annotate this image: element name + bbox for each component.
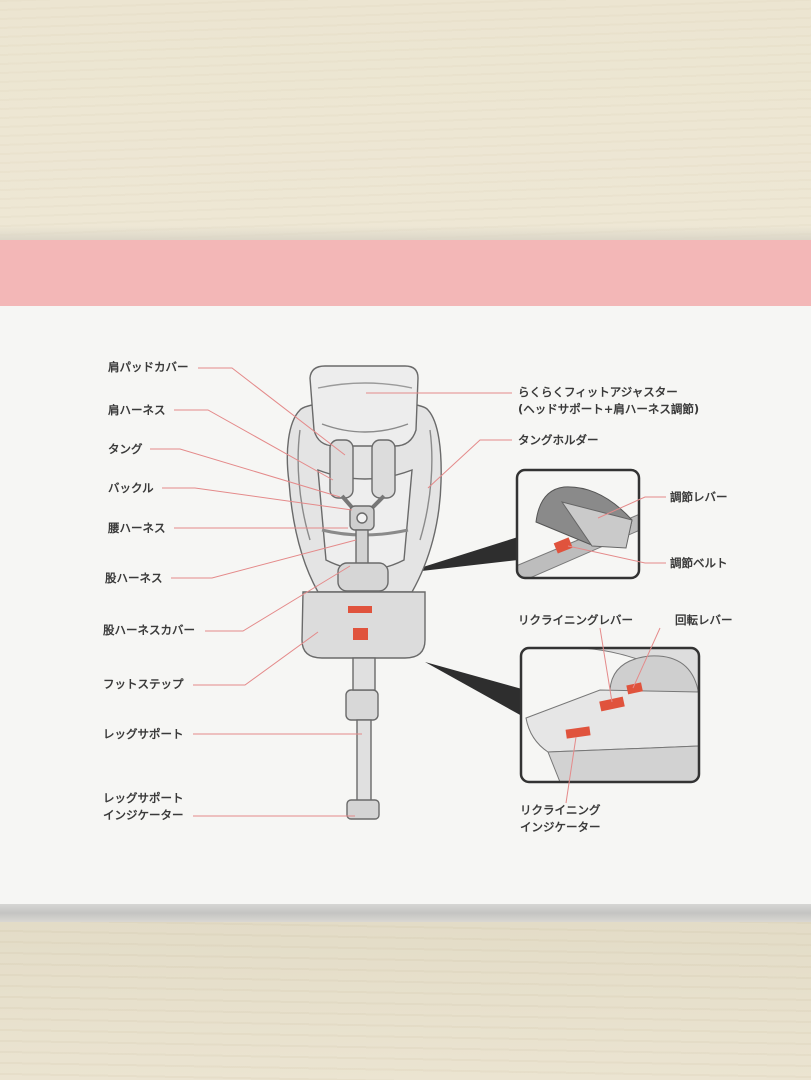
inset-frame-2 xyxy=(519,646,701,784)
label-fit-adjuster-line2: (ヘッドサポート+肩ハーネス調節) xyxy=(518,402,700,416)
car-seat-illustration xyxy=(286,365,442,820)
crotch-strap xyxy=(355,529,369,565)
leg-support-foot xyxy=(346,799,380,820)
leader-adjust-lever xyxy=(597,496,666,519)
callout-pointer-adjuster xyxy=(404,537,518,573)
crotch-cover xyxy=(337,562,389,592)
leader-shoulder-pad-cover xyxy=(198,367,346,456)
headrest-top-line xyxy=(317,382,413,389)
leader-reclining-lever xyxy=(599,627,613,703)
shoulder-pad-left xyxy=(329,439,354,499)
label-crotch-harness-cover: 股ハーネスカバー xyxy=(103,623,195,637)
pink-header-band xyxy=(0,240,811,306)
seat-base xyxy=(301,591,426,659)
headrest-inner-line xyxy=(321,423,409,433)
page-edge-top xyxy=(0,226,811,242)
label-adjust-lever: 調節レバー xyxy=(670,490,728,504)
base-front-surface xyxy=(547,745,699,782)
leader-crotch-harness-cover xyxy=(205,565,351,632)
label-leg-support-indicator: レッグサポート インジケーター xyxy=(103,790,184,824)
leader-rotation-lever xyxy=(632,627,661,689)
inset-adjuster-detail xyxy=(515,468,641,580)
leader-crotch-harness xyxy=(171,539,357,579)
leader-tongue-holder xyxy=(427,439,512,489)
label-tongue-holder: タングホルダー xyxy=(518,433,599,447)
head-support-face xyxy=(560,501,633,549)
leader-tongue xyxy=(150,448,341,498)
leader-buckle xyxy=(162,487,353,511)
rotation-lever-red-mark xyxy=(626,682,643,695)
label-leg-support-indicator-line2: インジケーター xyxy=(103,808,184,822)
leader-adjust-belt xyxy=(567,545,666,564)
page-edge-bottom xyxy=(0,904,811,924)
base-red-button-lower xyxy=(353,628,368,640)
headrest xyxy=(309,365,419,447)
label-reclining-indicator: リクライニング インジケーター xyxy=(520,802,601,836)
leg-upper xyxy=(352,657,376,691)
seat-wing-right xyxy=(419,429,433,541)
label-rotation-lever: 回転レバー xyxy=(675,613,733,627)
leg-joint xyxy=(345,689,379,721)
reclining-indicator-red-mark xyxy=(565,726,591,739)
adjust-red-mark xyxy=(553,537,573,554)
shoulder-pad-right xyxy=(371,439,396,499)
label-crotch-harness: 股ハーネス xyxy=(105,571,163,585)
label-shoulder-harness: 肩ハーネス xyxy=(108,403,166,417)
label-foot-step: フットステップ xyxy=(103,677,184,691)
label-fit-adjuster-line1: らくらくフィットアジャスター xyxy=(518,385,678,399)
inset-base-detail xyxy=(519,646,701,784)
label-adjust-belt: 調節ベルト xyxy=(670,556,728,570)
label-reclining-indicator-line1: リクライニング xyxy=(520,803,601,817)
base-red-button-upper xyxy=(348,606,372,613)
buckle-button xyxy=(356,512,368,524)
label-reclining-lever: リクライニングレバー xyxy=(518,613,633,627)
label-tongue: タング xyxy=(108,442,143,456)
seat-wing-left xyxy=(297,429,311,541)
reclining-lever-red-mark xyxy=(599,696,625,712)
label-waist-harness: 腰ハーネス xyxy=(108,521,166,535)
wood-table-surface xyxy=(0,922,811,1080)
leader-reclining-indicator xyxy=(565,736,577,804)
label-leg-support-indicator-line1: レッグサポート xyxy=(103,791,184,805)
leader-foot-step xyxy=(193,631,319,686)
label-leg-support: レッグサポート xyxy=(103,727,184,741)
inset-frame-1 xyxy=(515,468,641,580)
label-buckle: バックル xyxy=(108,481,154,495)
label-shoulder-pad-cover: 肩パッドカバー xyxy=(108,360,189,374)
label-fit-adjuster: らくらくフィットアジャスター (ヘッドサポート+肩ハーネス調節) xyxy=(518,384,699,418)
leg-support-pole xyxy=(356,719,372,803)
callout-pointer-base xyxy=(425,662,522,716)
leader-lines xyxy=(150,367,666,817)
label-reclining-indicator-line2: インジケーター xyxy=(520,820,601,834)
leader-shoulder-harness xyxy=(174,409,334,481)
